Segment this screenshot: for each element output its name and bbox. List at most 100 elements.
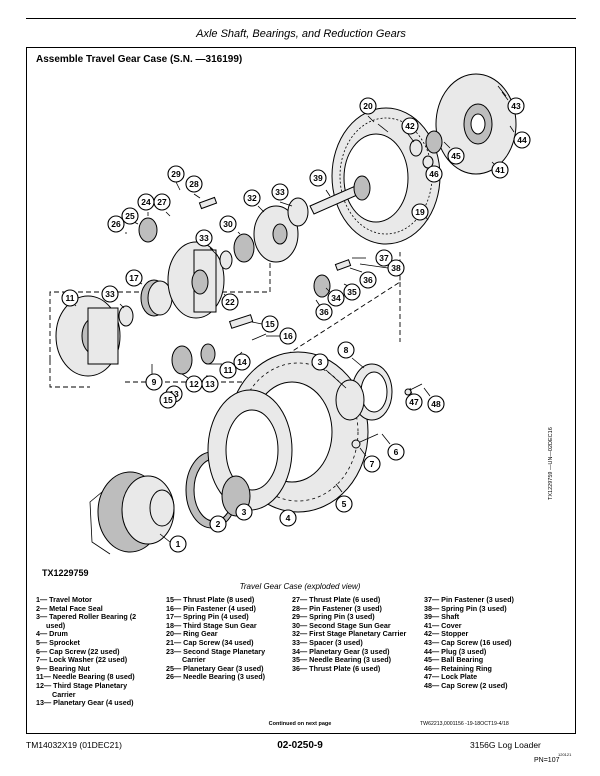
callout-15: 14 — [233, 351, 251, 371]
callout-23: 22 — [221, 293, 239, 311]
svg-text:32: 32 — [247, 193, 257, 203]
callout-2: 2 — [209, 515, 227, 533]
legend-item: 37— Pin Fastener (3 used) — [424, 595, 514, 604]
svg-text:30: 30 — [223, 219, 233, 229]
svg-text:6: 6 — [394, 447, 399, 457]
callout-20: 19 — [411, 203, 429, 221]
svg-text:44: 44 — [517, 135, 527, 145]
legend-item: used) — [46, 620, 66, 630]
svg-text:5: 5 — [342, 499, 347, 509]
continued-note: Continued on next page — [268, 721, 332, 727]
callout-1: 1 — [159, 533, 187, 553]
legend-item: 47— Lock Plate — [424, 672, 478, 682]
third-stage-sun-gear — [140, 279, 173, 317]
legend-item: 13— Planetary Gear (4 used) — [36, 698, 134, 708]
svg-text:33: 33 — [105, 289, 115, 299]
callout-5: 5 — [335, 483, 353, 513]
svg-text:12: 12 — [189, 379, 199, 389]
legend-item: 43— Cap Screw (16 used) — [424, 637, 512, 647]
svg-text:13: 13 — [205, 379, 215, 389]
legend-item: 16— Pin Fastener (4 used) — [166, 603, 256, 613]
legend-item: 36— Thrust Plate (6 used) — [292, 663, 381, 673]
legend-item: 26— Needle Bearing (3 used) — [166, 672, 266, 682]
callout-21: 20 — [359, 97, 377, 123]
svg-text:29: 29 — [171, 169, 181, 179]
legend-item: 12— Third Stage Planetary — [36, 680, 128, 690]
legend-item: 9— Bearing Nut — [36, 663, 90, 673]
legend-item: 25— Planetary Gear (3 used) — [166, 663, 264, 673]
footer-manual-id: TM14032X19 (01DEC21) — [26, 740, 122, 750]
svg-text:20: 20 — [363, 101, 373, 111]
callout-41: 41 — [491, 161, 509, 179]
callout-27: 26 — [107, 215, 127, 234]
svg-text:48: 48 — [431, 399, 441, 409]
legend-item: 23— Second Stage Planetary — [166, 646, 266, 656]
callout-33b: 33 — [195, 229, 217, 255]
svg-text:4: 4 — [286, 513, 291, 523]
legend-item: 1— Travel Motor — [36, 595, 92, 604]
callout-36b: 36 — [315, 299, 333, 321]
legend-column-3: 27— Thrust Plate (6 used) 28— Pin Fasten… — [292, 595, 420, 673]
svg-text:15: 15 — [265, 319, 275, 329]
legend-item: 46— Retaining Ring — [424, 663, 492, 673]
svg-text:43: 43 — [511, 101, 521, 111]
callout-32: 32 — [243, 189, 265, 213]
callout-39: 39 — [309, 169, 331, 197]
callout-28: 28 — [185, 175, 203, 199]
svg-text:37: 37 — [379, 253, 389, 263]
callout-36: 36 — [349, 267, 377, 289]
first-stage-planetary-carrier — [253, 197, 309, 263]
svg-text:22: 22 — [225, 297, 235, 307]
legend-item: 45— Ball Bearing — [424, 655, 484, 665]
legend-item: 11— Needle Bearing (8 used) — [36, 672, 135, 682]
legend-item: 18— Third Stage Sun Gear — [166, 620, 257, 630]
ring-gear — [331, 107, 441, 245]
bearing-nut — [335, 363, 393, 421]
footer-date-code: 120121 — [558, 752, 572, 757]
legend-item: 48— Cap Screw (2 used) — [424, 680, 508, 690]
legend-item: 39— Shaft — [424, 612, 460, 622]
svg-text:35: 35 — [347, 287, 357, 297]
planetary-gears-drawing — [118, 217, 331, 375]
svg-text:33: 33 — [199, 233, 209, 243]
legend-item: 6— Cap Screw (22 used) — [36, 646, 120, 656]
svg-text:19: 19 — [415, 207, 425, 217]
svg-text:25: 25 — [125, 211, 135, 221]
legend-item: 7— Lock Washer (22 used) — [36, 655, 128, 665]
callout-35: 35 — [343, 283, 361, 301]
legend-item: 2— Metal Face Seal — [36, 603, 103, 613]
svg-text:33: 33 — [275, 187, 285, 197]
legend-item: 42— Stopper — [424, 629, 469, 639]
svg-text:46: 46 — [429, 169, 439, 179]
callout-30: 30 — [219, 215, 241, 235]
figure-side-code: TX1229759 —UN—02DEC16 — [548, 427, 554, 500]
ball-bearing-stopper — [377, 85, 507, 169]
callout-9: 8 — [337, 341, 365, 369]
svg-text:15: 15 — [163, 395, 173, 405]
footer-machine-name: 3156G Log Loader — [470, 740, 541, 750]
svg-text:39: 39 — [313, 173, 323, 183]
legend-item: 5— Sprocket — [36, 637, 80, 647]
svg-text:36: 36 — [319, 307, 329, 317]
shaft — [309, 175, 371, 215]
page-header-title: Axle Shaft, Bearings, and Reduction Gear… — [196, 28, 406, 40]
legend-item: 34— Planetary Gear (3 used) — [292, 646, 390, 656]
legend-item: 29— Spring Pin (3 used) — [292, 612, 375, 622]
callout-15b: 15 — [159, 391, 177, 409]
footer-page-number: 02-0250-9 — [277, 740, 323, 751]
second-stage-planetary-carrier — [167, 241, 225, 319]
legend-item: 15— Thrust Plate (8 used) — [166, 595, 255, 604]
svg-text:41: 41 — [495, 165, 505, 175]
legend-item: 28— Pin Fastener (3 used) — [292, 603, 382, 613]
svg-text:17: 17 — [129, 273, 139, 283]
legend-item: Carrier — [52, 689, 76, 699]
legend-item: 41— Cover — [424, 620, 462, 630]
callout-3b: 3 — [311, 353, 347, 389]
callout-47: 47 — [405, 387, 423, 411]
svg-text:3: 3 — [242, 507, 247, 517]
callout-44: 44 — [509, 125, 531, 149]
legend-item: 38— Spring Pin (3 used) — [424, 603, 507, 613]
callout-4: 4 — [279, 509, 297, 527]
pin-fasteners — [198, 196, 352, 341]
legend-item: 21— Cap Screw (34 used) — [166, 637, 254, 647]
